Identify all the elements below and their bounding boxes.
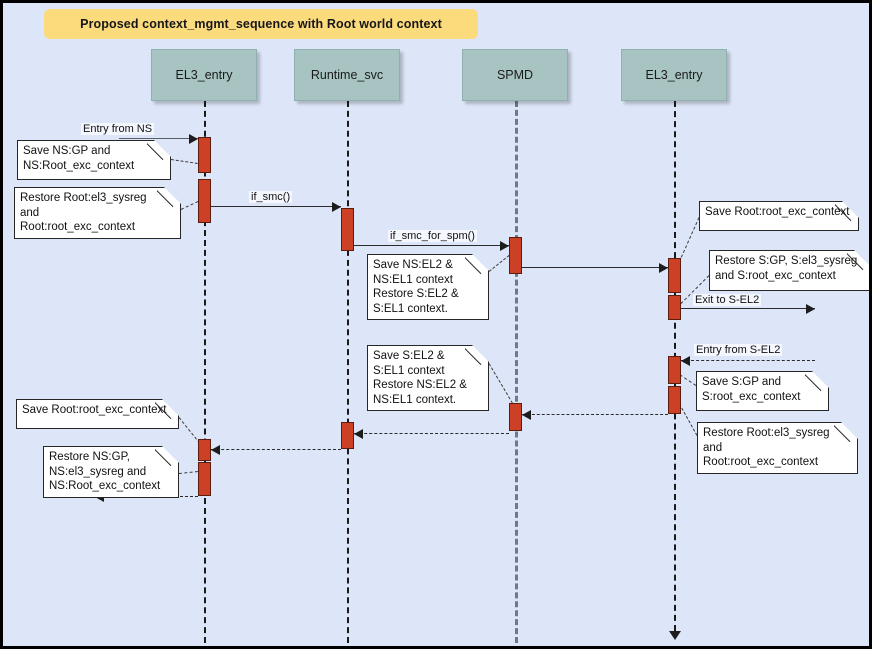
note-restore-ns-gp-text: Restore NS:GP, NS:el3_sysreg and NS:Root… <box>49 451 161 492</box>
msg-exit-s-el2-arrowhead <box>806 304 815 314</box>
ll-runtime-svc <box>347 101 349 643</box>
note-save-s-gp: Save S:GP and S:root_exc_context <box>696 371 829 411</box>
note-connector <box>180 201 199 210</box>
note-connector <box>488 255 510 272</box>
activation-bar[interactable] <box>668 356 681 384</box>
msg-rtsvc-to-el3-arrowhead <box>211 445 220 455</box>
ll-spmd <box>515 101 518 643</box>
msg-spmd-to-el3-line <box>522 267 668 268</box>
activation-bar[interactable] <box>198 439 211 461</box>
note-fold-corner-icon <box>164 187 181 221</box>
ll-el3-left <box>204 101 206 643</box>
note-fold-corner-icon <box>841 422 858 456</box>
note-fold-corner-icon <box>812 371 829 405</box>
participant-spmd[interactable]: SPMD <box>462 49 568 101</box>
msg-entry-s-el2-line <box>681 360 815 361</box>
note-connector <box>170 159 199 164</box>
msg-spmd-to-el3-arrowhead <box>659 263 668 273</box>
note-save-root-exc-r-text: Save Root:root_exc_context <box>705 206 850 218</box>
activation-bar[interactable] <box>198 137 211 173</box>
note-restore-root-el3-text: Restore Root:el3_sysreg and Root:root_ex… <box>20 192 147 233</box>
note-restore-root-2-text: Restore Root:el3_sysreg and Root:root_ex… <box>703 427 830 468</box>
msg-rtsvc-to-el3-line <box>211 449 341 450</box>
note-fold-corner-icon <box>854 250 869 284</box>
msg-exit-s-el2-label: Exit to S-EL2 <box>693 294 762 306</box>
note-restore-s-gp-text: Restore S:GP, S:el3_sysreg and S:root_ex… <box>715 255 858 282</box>
note-connector <box>488 363 516 408</box>
msg-exit-s-el2-line <box>681 308 815 309</box>
msg-spmd-to-rtsvc-line <box>354 433 509 434</box>
activation-bar[interactable] <box>341 208 354 251</box>
diagram-title-banner: Proposed context_mgmt_sequence with Root… <box>44 9 478 39</box>
msg-entry-s-el2-label: Entry from S-EL2 <box>694 344 783 356</box>
note-restore-root-el3: Restore Root:el3_sysreg and Root:root_ex… <box>14 187 181 239</box>
note-save-s-el2-text: Save S:EL2 & S:EL1 context Restore NS:EL… <box>373 350 467 406</box>
note-fold-corner-icon <box>162 446 179 480</box>
activation-bar[interactable] <box>668 386 681 414</box>
note-connector <box>178 471 199 474</box>
participant-runtime_svc[interactable]: Runtime_svc <box>294 49 400 101</box>
msg-el3-to-spmd-arrowhead <box>522 410 531 420</box>
lifeline-end-arrow <box>669 631 681 640</box>
msg-if-smc-spm-arrowhead <box>500 241 509 251</box>
note-save-root-exc-l: Save Root:root_exc_context <box>16 399 179 429</box>
note-fold-corner-icon <box>472 254 489 288</box>
activation-bar[interactable] <box>198 462 211 496</box>
msg-if-smc-line <box>211 206 341 207</box>
participant-el3_right[interactable]: EL3_entry <box>621 49 727 101</box>
note-restore-s-gp: Restore S:GP, S:el3_sysreg and S:root_ex… <box>709 250 869 291</box>
note-fold-corner-icon <box>154 140 171 174</box>
activation-bar[interactable] <box>198 179 211 223</box>
note-save-s-gp-text: Save S:GP and S:root_exc_context <box>702 376 801 403</box>
note-restore-root-2: Restore Root:el3_sysreg and Root:root_ex… <box>697 422 858 474</box>
participant-label: EL3_entry <box>175 68 233 82</box>
msg-if-smc-spm-label: if_smc_for_spm() <box>388 230 477 242</box>
note-fold-corner-icon <box>472 345 489 379</box>
msg-entry-ns-label: Entry from NS <box>81 123 155 135</box>
msg-if-smc-spm-line <box>354 245 509 246</box>
note-save-ns-el2: Save NS:EL2 & NS:EL1 context Restore S:E… <box>367 254 489 320</box>
participant-label: Runtime_svc <box>310 68 384 82</box>
note-fold-corner-icon <box>842 201 859 235</box>
note-save-ns-el2-text: Save NS:EL2 & NS:EL1 context Restore S:E… <box>373 259 459 315</box>
participant-label: EL3_entry <box>645 68 703 82</box>
msg-if-smc-arrowhead <box>332 202 341 212</box>
msg-entry-s-el2-arrowhead <box>681 356 690 366</box>
msg-entry-ns-line <box>119 138 198 139</box>
activation-bar[interactable] <box>668 258 681 293</box>
note-save-ns-gp: Save NS:GP and NS:Root_exc_context <box>17 140 171 180</box>
activation-bar[interactable] <box>341 422 354 449</box>
note-save-s-el2: Save S:EL2 & S:EL1 context Restore NS:EL… <box>367 345 489 411</box>
msg-if-smc-label: if_smc() <box>249 191 293 203</box>
participant-label: SPMD <box>496 68 534 82</box>
note-save-ns-gp-text: Save NS:GP and NS:Root_exc_context <box>23 145 135 172</box>
participant-el3_left[interactable]: EL3_entry <box>151 49 257 101</box>
activation-bar[interactable] <box>509 403 522 431</box>
note-restore-ns-gp: Restore NS:GP, NS:el3_sysreg and NS:Root… <box>43 446 179 498</box>
note-save-root-exc-r: Save Root:root_exc_context <box>699 201 859 231</box>
activation-bar[interactable] <box>509 237 522 274</box>
activation-bar[interactable] <box>668 295 681 320</box>
note-save-root-exc-l-text: Save Root:root_exc_context <box>22 404 167 416</box>
note-fold-corner-icon <box>162 399 179 433</box>
msg-entry-ns-arrowhead <box>189 134 198 144</box>
msg-el3-to-spmd-line <box>522 414 668 415</box>
msg-spmd-to-rtsvc-arrowhead <box>354 429 363 439</box>
